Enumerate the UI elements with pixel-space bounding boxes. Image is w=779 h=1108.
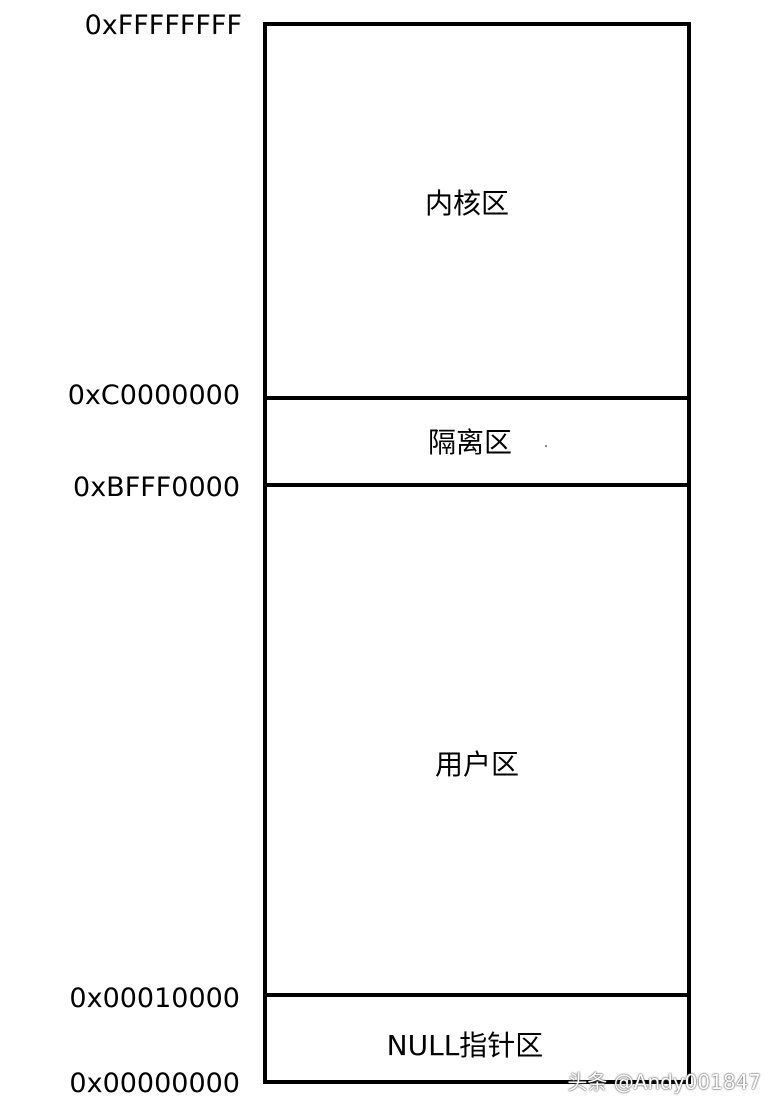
memory-outline: [263, 22, 691, 1084]
stray-dot: [545, 445, 547, 447]
address-top: 0xFFFFFFFF: [84, 10, 242, 41]
address-kernel-start: 0xC0000000: [67, 380, 240, 411]
address-bottom: 0x00000000: [69, 1068, 240, 1099]
address-user-start: 0x00010000: [69, 983, 240, 1014]
region-user-label: 用户区: [434, 748, 519, 781]
region-null-label: NULL指针区: [386, 1029, 544, 1062]
address-user-end: 0xBFFF0000: [73, 472, 240, 503]
region-gap-label: 隔离区: [427, 426, 512, 459]
watermark: 头条 @Andy001847: [567, 1070, 761, 1094]
region-kernel-label: 内核区: [424, 187, 509, 220]
